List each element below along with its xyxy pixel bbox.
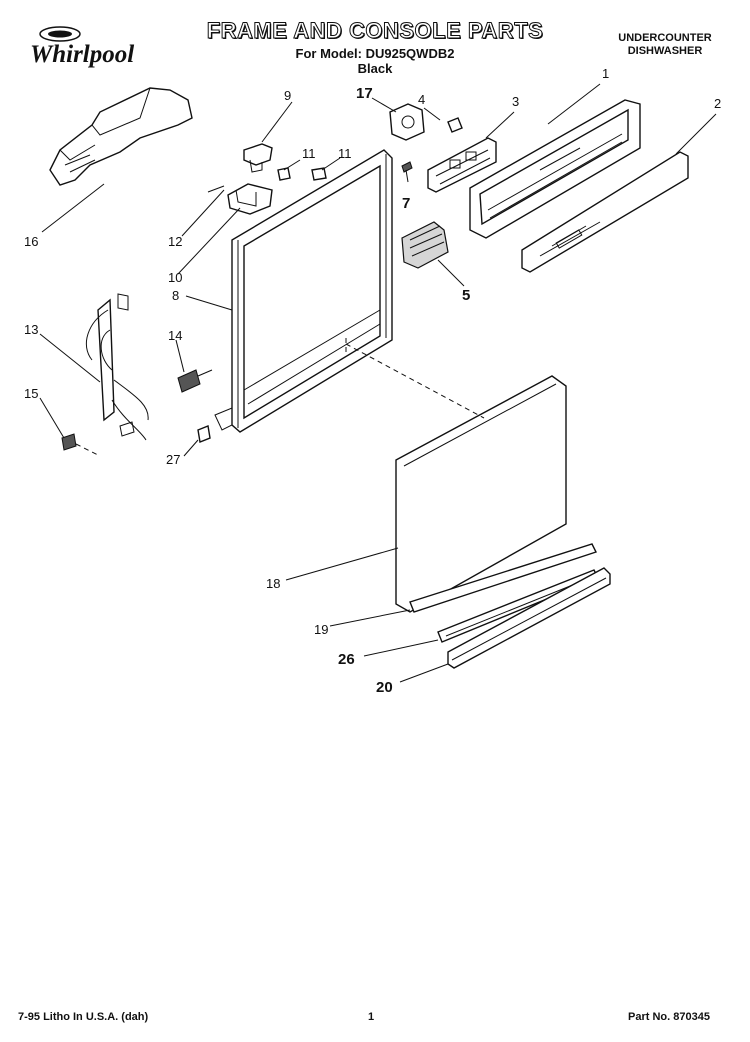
page-title: FRAME AND CONSOLE PARTS	[206, 18, 544, 44]
callout-19: 19	[314, 622, 328, 637]
part-17-switch	[389, 103, 425, 141]
callout-16: 16	[24, 234, 38, 249]
footer-print-info: 7-95 Litho In U.S.A. (dah)	[18, 1011, 149, 1023]
callout-13: 13	[24, 322, 38, 337]
callout-10: 10	[168, 270, 182, 285]
callout-11-b: 11	[338, 146, 352, 161]
part-9-latch	[243, 143, 273, 173]
callout-3: 3	[512, 94, 519, 109]
callout-8: 8	[172, 288, 179, 303]
callout-12: 12	[168, 234, 182, 249]
part-10-latch-bracket	[227, 183, 273, 215]
callout-18: 18	[266, 576, 280, 591]
callout-14: 14	[168, 328, 182, 343]
part-19-trim-strip	[409, 543, 597, 613]
callout-27: 27	[166, 452, 180, 467]
model-info: For Model: DU925QWDB2 Black	[270, 46, 480, 76]
part-16-console-cover	[49, 87, 193, 186]
part-2-console-trim	[521, 151, 689, 273]
callout-9: 9	[284, 88, 291, 103]
callout-11-a: 11	[302, 146, 316, 161]
part-4-clip	[447, 117, 463, 133]
leader-lines	[39, 83, 717, 683]
part-15-screw	[61, 433, 101, 457]
part-8-door-frame	[214, 149, 393, 433]
callout-17: 17	[356, 85, 373, 102]
callout-26: 26	[338, 651, 355, 668]
model-color: Black	[357, 61, 393, 76]
logo-wordmark: Whirlpool	[30, 41, 134, 68]
callout-20: 20	[376, 679, 393, 696]
callout-15: 15	[24, 386, 38, 401]
product-type: UNDERCOUNTER DISHWASHER	[600, 32, 730, 58]
part-7-screw	[401, 161, 413, 183]
footer-page-number: 1	[368, 1011, 375, 1023]
product-line-1: UNDERCOUNTER	[618, 32, 712, 44]
part-3-control-module	[427, 137, 497, 193]
callout-2: 2	[714, 96, 721, 111]
whirlpool-logo: Whirlpool	[22, 22, 162, 72]
model-number: For Model: DU925QWDB2	[295, 46, 455, 61]
part-12-pin	[207, 185, 225, 193]
part-1-console-panel	[469, 99, 641, 239]
part-14-plug	[177, 369, 213, 393]
part-13-wire-harness	[85, 293, 149, 441]
callout-1: 1	[602, 66, 609, 81]
part-27-clip	[197, 425, 211, 443]
callout-7: 7	[402, 195, 410, 212]
part-11-clip-b	[311, 167, 327, 181]
part-18-door-panel	[395, 375, 567, 613]
part-5-spring	[401, 221, 449, 269]
callout-4: 4	[418, 92, 425, 107]
callout-5: 5	[462, 287, 470, 304]
product-line-2: DISHWASHER	[627, 45, 703, 57]
footer-part-number: Part No. 870345	[628, 1011, 710, 1023]
part-11-clip-a	[277, 167, 291, 181]
